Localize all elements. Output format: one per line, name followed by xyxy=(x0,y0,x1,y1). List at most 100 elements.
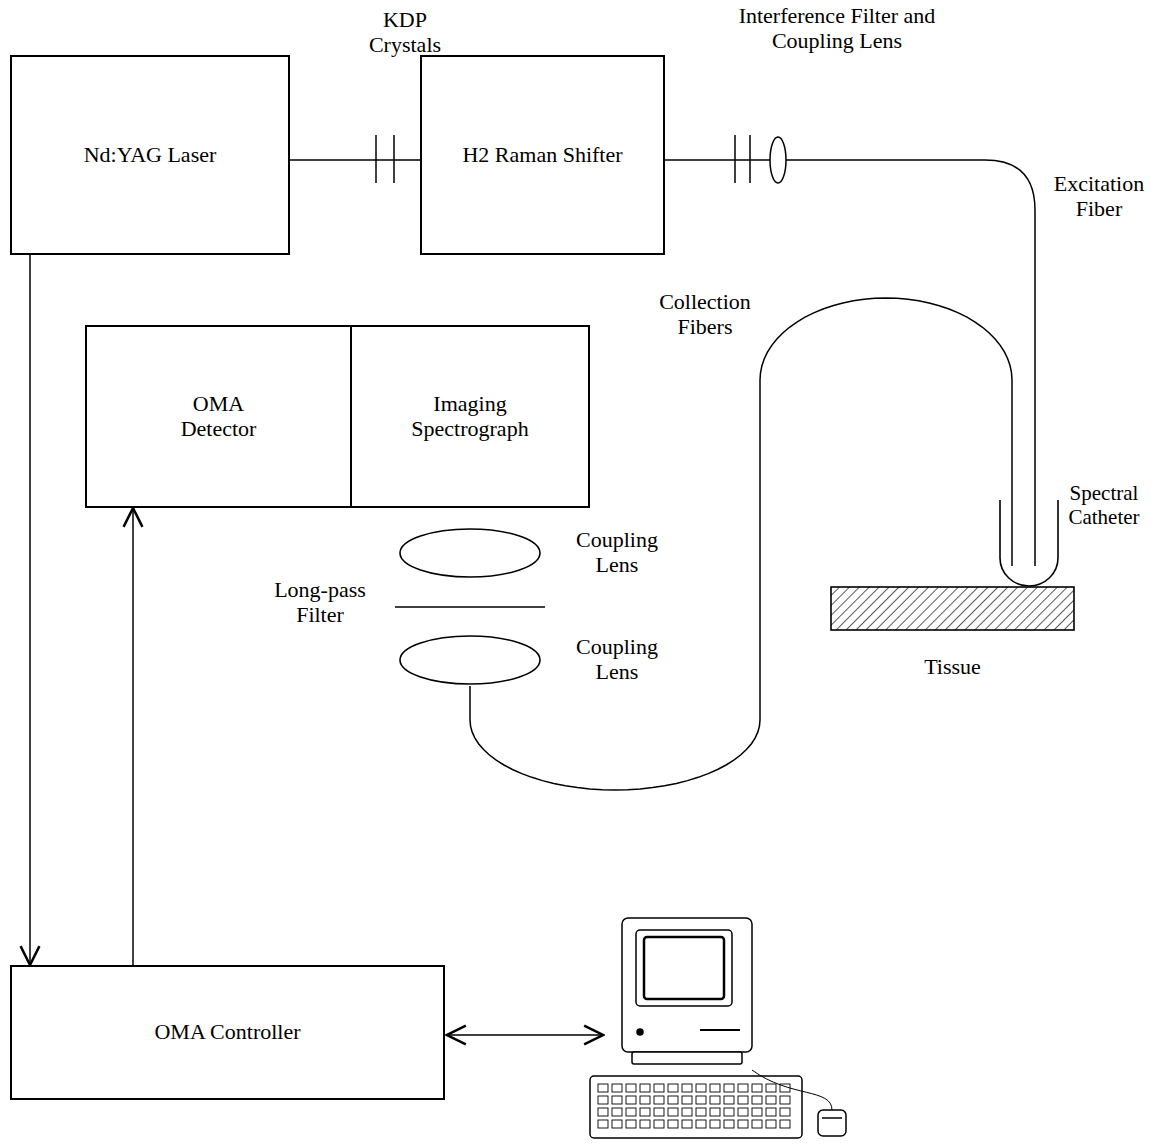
keyboard-key xyxy=(696,1096,706,1104)
part-label: KDP Crystals xyxy=(355,8,455,57)
part-label: Long-pass Filter xyxy=(260,578,380,627)
box-label: OMA Controller xyxy=(154,1020,300,1045)
laser-beam xyxy=(665,159,770,161)
keyboard-key xyxy=(612,1084,622,1092)
part-label: Interference Filter and Coupling Lens xyxy=(717,4,957,53)
keyboard-key xyxy=(598,1084,608,1092)
keyboard-key xyxy=(598,1108,608,1116)
interference-filter xyxy=(749,135,751,183)
keyboard-key xyxy=(696,1108,706,1116)
keyboard-key xyxy=(710,1084,720,1092)
keyboard-key xyxy=(738,1084,748,1092)
keyboard-key xyxy=(626,1096,636,1104)
part-label: Spectral Catheter xyxy=(1063,482,1145,529)
keyboard-key xyxy=(612,1096,622,1104)
keyboard-key xyxy=(640,1084,650,1092)
signal-arrow xyxy=(29,255,31,965)
tissue-sample: Tissue xyxy=(830,586,1075,680)
collection-fiber xyxy=(470,298,1012,790)
keyboard-key xyxy=(724,1096,734,1104)
keyboard-key xyxy=(752,1120,762,1128)
kdp-crystal xyxy=(393,135,395,183)
catheter-outline xyxy=(995,478,1061,588)
keyboard-key xyxy=(682,1108,692,1116)
tissue-hatch xyxy=(831,587,1074,630)
part-label: Coupling Lens xyxy=(562,528,672,577)
lens-ellipse xyxy=(400,636,540,684)
keyboard-key xyxy=(668,1108,678,1116)
lens-ellipse xyxy=(400,529,540,577)
coupling-lens: Coupling Lens xyxy=(398,527,680,579)
data-link-arrow xyxy=(447,1034,603,1036)
keyboard-key xyxy=(738,1120,748,1128)
catheter-tube xyxy=(1000,500,1058,586)
keyboard-key xyxy=(738,1108,748,1116)
component-box: H2 Raman Shifter xyxy=(420,55,665,255)
lens-outline xyxy=(398,527,548,579)
keyboard-key xyxy=(612,1108,622,1116)
keyboard-key xyxy=(668,1096,678,1104)
keyboard-key xyxy=(696,1120,706,1128)
keyboard-key xyxy=(780,1108,790,1116)
keyboard-key xyxy=(626,1084,636,1092)
tissue-block xyxy=(830,586,1075,632)
keyboard-key xyxy=(780,1120,790,1128)
keyboard-key xyxy=(654,1096,664,1104)
keyboard-key xyxy=(626,1120,636,1128)
keyboard-key xyxy=(668,1120,678,1128)
keyboard-key xyxy=(752,1084,762,1092)
keyboard-key xyxy=(640,1096,650,1104)
keyboard-key xyxy=(766,1084,776,1092)
keyboard-key xyxy=(640,1120,650,1128)
collection-fiber-end xyxy=(1011,478,1013,566)
lens-outline xyxy=(398,634,548,686)
keyboard-key xyxy=(724,1108,734,1116)
keyboard-key xyxy=(696,1084,706,1092)
long-pass-filter xyxy=(395,606,545,608)
keyboard-key xyxy=(766,1108,776,1116)
kdp-crystal xyxy=(375,135,377,183)
keyboard-key xyxy=(682,1120,692,1128)
keyboard-key xyxy=(780,1096,790,1104)
keyboard-key xyxy=(710,1096,720,1104)
part-label: Tissue xyxy=(924,655,981,680)
box-label: H2 Raman Shifter xyxy=(462,143,622,168)
keyboard-key xyxy=(654,1108,664,1116)
excitation-fiber xyxy=(786,160,1035,566)
keyboard-key xyxy=(738,1096,748,1104)
part-label: Excitation Fiber xyxy=(1050,172,1148,221)
interference-filter xyxy=(734,135,736,183)
computer-icon xyxy=(590,918,846,1138)
keyboard-key xyxy=(682,1084,692,1092)
keyboard-key xyxy=(640,1108,650,1116)
keyboard-key xyxy=(654,1084,664,1092)
box-label: OMA Detector xyxy=(154,392,284,441)
component-box: Imaging Spectrograph xyxy=(350,325,590,508)
keyboard-key xyxy=(654,1120,664,1128)
keyboard-key xyxy=(752,1108,762,1116)
keyboard-key xyxy=(612,1120,622,1128)
keyboard-key xyxy=(598,1096,608,1104)
signal-arrow xyxy=(132,508,134,965)
part-label: Coupling Lens xyxy=(562,635,672,684)
keyboard-key xyxy=(724,1084,734,1092)
component-box: OMA Detector xyxy=(85,325,352,508)
keyboard-key xyxy=(626,1108,636,1116)
box-label: Imaging Spectrograph xyxy=(395,392,545,441)
part-label: Collection Fibers xyxy=(640,290,770,339)
coupling-lens: Coupling Lens xyxy=(398,634,680,686)
laser-beam xyxy=(290,159,420,161)
box-label: Nd:YAG Laser xyxy=(84,143,217,168)
spectral-catheter: Spectral Catheter xyxy=(995,478,1145,588)
keyboard-key xyxy=(766,1120,776,1128)
keyboard-key xyxy=(766,1096,776,1104)
keyboard-key xyxy=(724,1120,734,1128)
component-box: Nd:YAG Laser xyxy=(10,55,290,255)
keyboard-key xyxy=(710,1120,720,1128)
coupling-lens-symbol xyxy=(770,137,786,183)
